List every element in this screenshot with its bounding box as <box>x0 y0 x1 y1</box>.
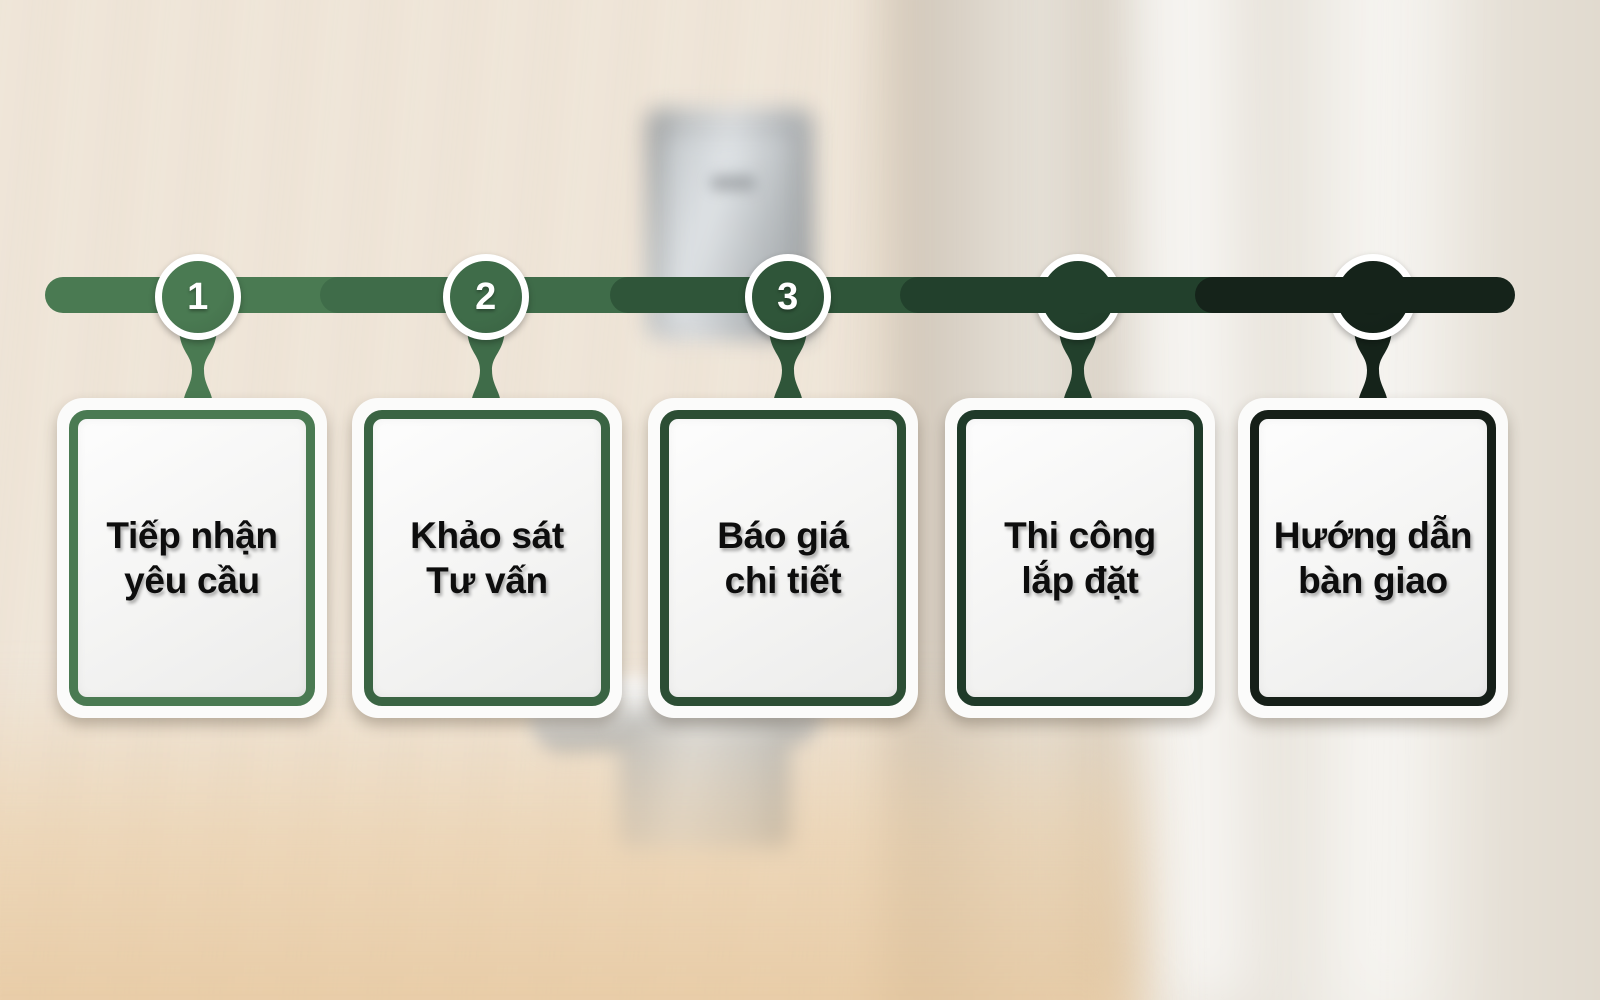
step-card-label: Thi công lắp đặt <box>1004 514 1156 601</box>
step-card-frame: Khảo sát Tư vấn <box>364 410 610 706</box>
floor-gradient <box>0 679 1144 1000</box>
step-card-3[interactable]: Báo giá chi tiết <box>648 398 918 718</box>
node-number-label: 2 <box>475 276 497 318</box>
timeline-node-3[interactable]: 3 <box>745 254 831 406</box>
node-circle-3[interactable]: 3 <box>745 254 831 340</box>
step-card-4[interactable]: Thi công lắp đặt <box>945 398 1215 718</box>
timeline-node-2[interactable]: 2 <box>443 254 529 406</box>
node-number-label: 1 <box>187 276 209 318</box>
step-card-label: Tiếp nhận yêu cầu <box>106 514 278 601</box>
node-stem-2 <box>455 326 517 406</box>
timeline-node-1[interactable]: 1 <box>155 254 241 406</box>
step-card-frame: Báo giá chi tiết <box>660 410 906 706</box>
node-number-label: 3 <box>777 276 799 318</box>
node-circle-1[interactable]: 1 <box>155 254 241 340</box>
timeline-bar-segment-5 <box>1195 277 1515 313</box>
step-card-frame: Tiếp nhận yêu cầu <box>69 410 315 706</box>
step-card-frame: Hướng dẫn bàn giao <box>1250 410 1496 706</box>
node-stem-3 <box>757 326 819 406</box>
step-card-label: Báo giá chi tiết <box>717 514 849 601</box>
step-card-label: Khảo sát Tư vấn <box>410 514 564 601</box>
node-stem-1 <box>167 326 229 406</box>
step-card-5[interactable]: Hướng dẫn bàn giao <box>1238 398 1508 718</box>
step-card-2[interactable]: Khảo sát Tư vấn <box>352 398 622 718</box>
door-lock-slot <box>710 176 756 190</box>
step-card-1[interactable]: Tiếp nhận yêu cầu <box>57 398 327 718</box>
step-card-label: Hướng dẫn bàn giao <box>1273 514 1473 601</box>
step-card-frame: Thi công lắp đặt <box>957 410 1203 706</box>
door-lever-base-plate <box>620 720 790 848</box>
node-circle-2[interactable]: 2 <box>443 254 529 340</box>
